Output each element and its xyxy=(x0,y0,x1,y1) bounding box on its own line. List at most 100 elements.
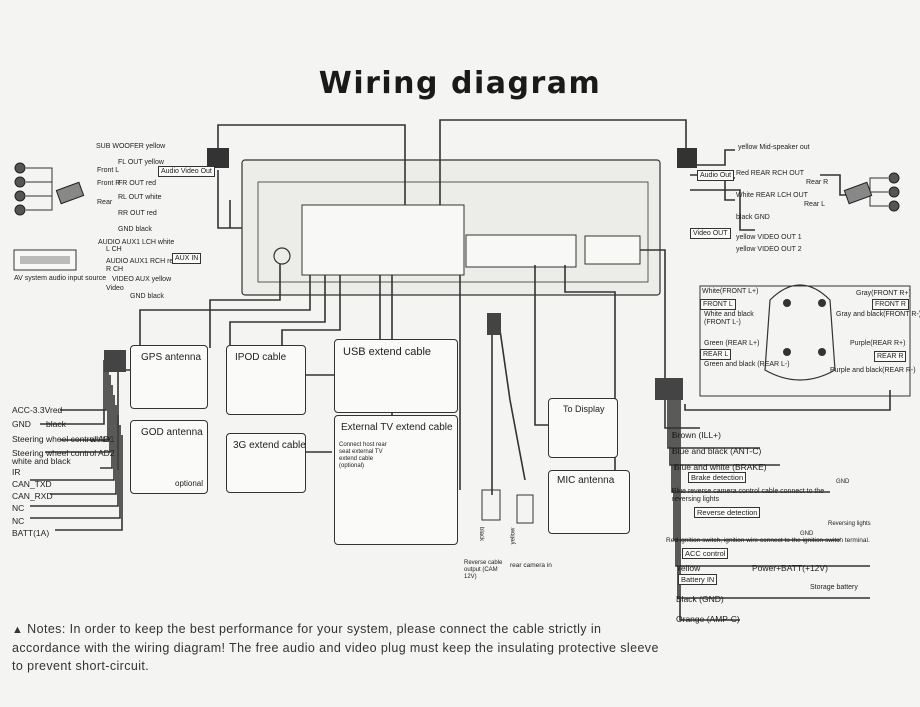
tag-front-r: FRONT R xyxy=(872,299,909,310)
warning-icon: ▲ xyxy=(12,624,24,636)
label-aux-gnd: GND black xyxy=(130,293,164,300)
label-front-l-minus: (FRONT L-) xyxy=(704,319,741,326)
module-ipod-cable: IPOD cable xyxy=(226,345,306,415)
label-nc1: NC xyxy=(12,503,25,513)
label-brake-gnd: GND xyxy=(836,479,850,485)
label-rear-rch: Red REAR RCH OUT xyxy=(736,170,805,177)
label-aux-rch: AUDIO AUX1 RCH red xyxy=(106,258,178,265)
label-reverse-cable: Reverse cable output (CAM 12V) xyxy=(464,560,503,580)
notes-text: Notes: In order to keep the best perform… xyxy=(12,622,659,673)
tag-video-out: Video OUT xyxy=(690,228,731,239)
label-blue-reverse: Blue reverse camera control cable connec… xyxy=(672,488,825,503)
module-3g-title: 3G extend cable xyxy=(233,440,306,451)
label-blue-black: Blue and black (ANT-C) xyxy=(672,446,762,456)
label-blue-white: Blue and white (BRAKE) xyxy=(674,462,767,472)
notes-paragraph: ▲ Notes: In order to keep the best perfo… xyxy=(12,620,662,675)
label-green-rear-l: Green (REAR L+) xyxy=(704,340,760,347)
label-right-gnd: black GND xyxy=(736,214,770,221)
tag-front-l: FRONT L xyxy=(700,299,736,310)
label-power-batt: Power+BATT(+12V) xyxy=(752,563,828,573)
label-can-txd: CAN_TXD xyxy=(12,479,52,489)
label-video-out1: yellow VIDEO OUT 1 xyxy=(736,234,802,241)
label-swc2-color: white and black xyxy=(12,456,71,466)
label-aux-lch: AUDIO AUX1 LCH white xyxy=(98,239,175,246)
module-god-title: GOD antenna xyxy=(141,427,203,438)
tag-battery-in: Battery IN xyxy=(678,574,718,585)
label-aux-lch-short: L CH xyxy=(106,246,122,253)
label-white-black: White and black xyxy=(704,311,754,318)
label-aux-video: Video xyxy=(106,285,124,292)
label-orange: Orange (AMP-C) xyxy=(676,614,740,624)
tag-brake-detection: Brake detection xyxy=(688,472,747,483)
label-green-black: Green and black (REAR L-) xyxy=(704,361,790,368)
label-rear-l: Rear L xyxy=(804,201,826,208)
connector-block-left xyxy=(301,204,465,276)
label-gray-front-r: Gray(FRONT R+) xyxy=(856,290,911,297)
label-brown: Brown (ILL+) xyxy=(672,430,721,440)
label-yellow-wire: yellow xyxy=(510,527,517,545)
label-black-gnd: Black (GND) xyxy=(676,594,724,604)
tag-rear-r: REAR R xyxy=(874,351,907,362)
label-nc2: NC xyxy=(12,516,25,526)
label-rear-camera: rear camera in xyxy=(510,562,552,569)
module-usb-title: USB extend cable xyxy=(343,346,432,358)
label-rear: Rear xyxy=(97,199,113,206)
module-god-antenna: GOD antenna optional xyxy=(130,420,208,494)
label-fl-out: FL OUT yellow xyxy=(118,159,164,166)
module-ext-tv-note: Connect host rear seat external TV exten… xyxy=(339,442,387,469)
label-swc1-color: white xyxy=(90,434,110,444)
label-red-ignition: Red ignition switch, ignition wire conne… xyxy=(666,537,870,544)
module-external-tv: External TV extend cable Connect host re… xyxy=(334,415,458,545)
module-ipod-title: IPOD cable xyxy=(235,352,287,363)
module-3g-extend: 3G extend cable xyxy=(226,433,306,493)
module-mic-title: MIC antenna xyxy=(557,475,615,486)
module-display-title: To Display xyxy=(563,404,605,414)
label-mid-speaker: yellow Mid-speaker out xyxy=(738,144,810,151)
label-gnd: GND xyxy=(12,419,31,429)
label-left-gnd: GND black xyxy=(118,226,152,233)
module-to-display: To Display xyxy=(548,398,618,458)
label-rear-r: Rear R xyxy=(806,179,829,186)
module-mic-antenna: MIC antenna xyxy=(548,470,630,534)
module-god-optional: optional xyxy=(175,479,204,488)
label-fr-out: FR OUT red xyxy=(118,180,156,187)
label-storage-battery: Storage battery xyxy=(810,584,858,591)
car-outline xyxy=(764,284,836,381)
diagram-title: Wiring diagram xyxy=(318,66,602,101)
label-acc-color: red xyxy=(50,405,63,415)
tag-aux-in: AUX IN xyxy=(172,253,202,264)
label-purple-rear-r: Purple(REAR R+) xyxy=(850,340,906,347)
label-aux-rch-short: R CH xyxy=(106,266,124,273)
label-batt: BATT(1A) xyxy=(12,528,50,538)
label-swc2: Steering wheel control AD2 xyxy=(12,448,115,458)
label-subwoofer: SUB WOOFER yellow xyxy=(96,143,166,150)
label-reverse-gnd: GND xyxy=(800,531,814,537)
label-ir: IR xyxy=(12,467,21,477)
module-usb-extend: USB extend cable xyxy=(334,339,458,413)
tag-rear-l: REAR L xyxy=(700,349,732,360)
label-front-r: Front R xyxy=(97,180,121,187)
label-video-aux: VIDEO AUX yellow xyxy=(112,276,172,283)
label-reversing-lights: Reversing lights xyxy=(828,521,871,527)
label-rl-out: RL OUT white xyxy=(118,194,162,201)
label-white-front-l: White(FRONT L+) xyxy=(702,288,759,295)
connector-right xyxy=(584,235,641,265)
tag-acc-control: ACC control xyxy=(682,548,729,559)
tag-audio-out: Audio Out xyxy=(697,170,735,181)
module-gps-title: GPS antenna xyxy=(141,352,202,363)
module-gps-antenna: GPS antenna xyxy=(130,345,208,409)
label-gnd-color: black xyxy=(46,419,66,429)
av-source-caption: AV system audio input source xyxy=(14,275,107,282)
label-gray-black: Gray and black(FRONT R-) xyxy=(836,311,920,318)
label-black-wire: black xyxy=(478,526,485,542)
tag-reverse-detection: Reverse detection xyxy=(694,507,761,518)
label-can-rxd: CAN_RXD xyxy=(12,491,53,501)
label-front-l: Front L xyxy=(97,167,120,174)
label-video-out2: yellow VIDEO OUT 2 xyxy=(736,246,802,253)
label-purple-black: Purple and black(REAR R-) xyxy=(830,367,916,374)
module-ext-tv-title: External TV extend cable xyxy=(341,422,453,433)
label-swc1: Steering wheel control AD1 xyxy=(12,434,115,444)
connector-pcb-slot xyxy=(465,234,577,268)
label-rear-lch: White REAR LCH OUT xyxy=(736,192,808,199)
tag-audio-video-out: Audio Video Out xyxy=(158,166,215,177)
